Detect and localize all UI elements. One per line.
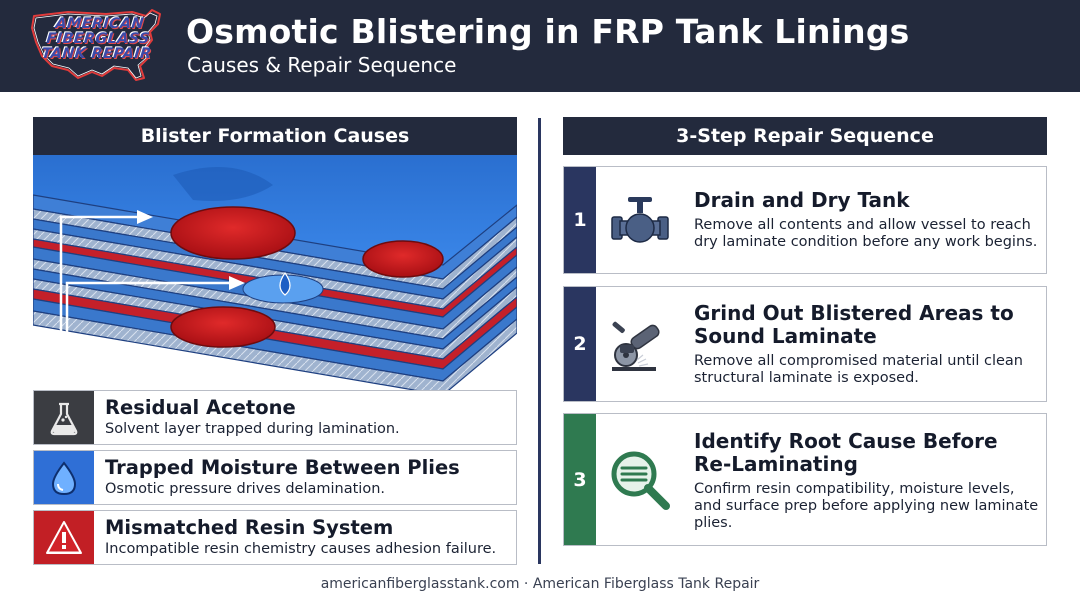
step-icon (608, 311, 672, 375)
causes-heading: Blister Formation Causes (33, 117, 517, 155)
logo-line-2: FIBERGLASS (45, 31, 151, 47)
step-description: Remove all contents and allow vessel to … (694, 217, 1038, 250)
column-divider (538, 118, 541, 564)
water-drop-icon (51, 460, 77, 495)
logo-wordmark: AMERICAN FIBERGLASS TANK REPAIR (30, 16, 167, 62)
company-logo: AMERICAN FIBERGLASS TANK REPAIR (28, 6, 166, 86)
logo-line-1: AMERICAN (54, 16, 145, 32)
cause-trapped-moisture: Trapped Moisture Between Plies Osmotic p… (33, 450, 517, 505)
cause-badge (34, 451, 94, 504)
cause-title: Residual Acetone (105, 396, 296, 419)
warning-icon (46, 520, 82, 554)
step-number: 2 (564, 287, 596, 401)
beaker-icon (50, 402, 78, 435)
step-icon (608, 189, 672, 253)
cause-residual-acetone: Residual Acetone Solvent layer trapped d… (33, 390, 517, 445)
valve-icon (611, 197, 669, 243)
cause-description: Osmotic pressure drives delamination. (105, 481, 386, 497)
repair-heading: 3-Step Repair Sequence (563, 117, 1047, 155)
cause-title: Trapped Moisture Between Plies (105, 456, 460, 479)
step-title: Drain and Dry Tank (694, 188, 910, 212)
logo-line-3: TANK REPAIR (40, 46, 153, 62)
magnifier-icon (611, 451, 670, 510)
cause-title: Mismatched Resin System (105, 516, 394, 539)
cause-badge (34, 511, 94, 564)
page-subtitle: Causes & Repair Sequence (187, 53, 457, 77)
step-description: Remove all compromised material until cl… (694, 353, 1023, 386)
footer-credit: americanfiberglasstank.com · American Fi… (320, 576, 760, 592)
step-title: Grind Out Blistered Areas to Sound Lamin… (694, 301, 1014, 348)
cause-mismatched-resin: Mismatched Resin System Incompatible res… (33, 510, 517, 565)
blister-diagram (33, 155, 517, 395)
header-bar: AMERICAN FIBERGLASS TANK REPAIR Osmotic … (0, 0, 1080, 92)
laminate-cross-section-illustration (33, 155, 517, 395)
step-1-drain-and-dry: 1 Drain and Dry Tank Remove all contents… (563, 166, 1047, 274)
step-number: 1 (564, 167, 596, 273)
cause-description: Solvent layer trapped during lamination. (105, 421, 400, 437)
step-3-identify-root-cause: 3 Identify Root Cause Before Re-Laminati… (563, 413, 1047, 546)
cause-description: Incompatible resin chemistry causes adhe… (105, 541, 497, 557)
step-icon (608, 448, 672, 512)
page-title: Osmotic Blistering in FRP Tank Linings (186, 12, 910, 51)
step-title: Identify Root Cause Before Re-Laminating (694, 429, 998, 476)
angle-grinder-icon (612, 321, 660, 371)
usa-map-outline-icon (31, 9, 161, 81)
cause-badge (34, 391, 94, 444)
step-number: 3 (564, 414, 596, 545)
step-2-grind-out: 2 Grind Out Blistered Areas to Sound Lam… (563, 286, 1047, 402)
step-description: Confirm resin compatibility, moisture le… (694, 481, 1039, 531)
